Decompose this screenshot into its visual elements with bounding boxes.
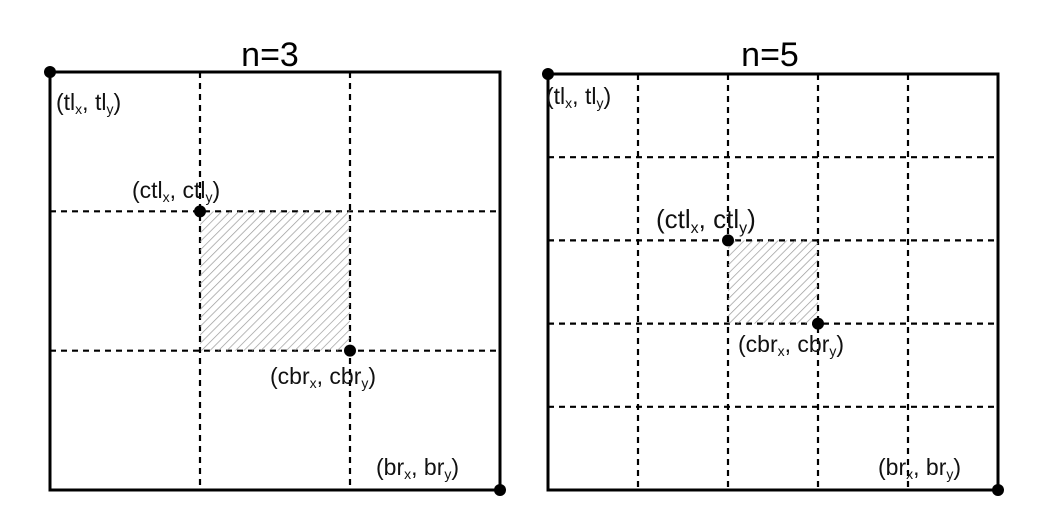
bottom-right-label: (brx, bry) <box>878 454 961 482</box>
bottom-right-label: (brx, bry) <box>376 454 459 482</box>
cell-top-left-point <box>194 205 206 218</box>
cell-bottom-right-point <box>344 344 356 357</box>
cell-top-left-label: (ctlx, ctly) <box>132 177 220 205</box>
top-left-point <box>44 66 56 78</box>
cell-top-left-label: (ctlx, ctly) <box>656 204 756 237</box>
cell-bottom-right-point <box>812 317 824 330</box>
top-left-label: (tlx, tly) <box>56 89 121 117</box>
highlighted-cell <box>728 240 818 324</box>
top-left-point <box>542 68 554 80</box>
top-left-label: (tlx, tly) <box>546 83 611 111</box>
bottom-right-point <box>494 484 506 496</box>
panel-n5: n=5 (tlx, tly) (ctlx, ctly) (cbrx, cbry)… <box>542 36 1004 496</box>
bounding-box <box>546 72 1000 492</box>
panel-n3: n=3 (tlx, tly) (ctlx, ctly) (cbrx, cbry)… <box>44 36 506 496</box>
cell-bottom-right-label: (cbrx, cbry) <box>270 363 376 391</box>
bottom-right-point <box>992 484 1004 496</box>
panel-title: n=5 <box>741 36 799 74</box>
cell-top-left-point <box>722 234 734 247</box>
panel-title: n=3 <box>241 36 299 74</box>
cell-bottom-right-label: (cbrx, cbry) <box>738 331 844 359</box>
bounding-box <box>48 70 502 492</box>
highlighted-cell <box>200 211 350 351</box>
